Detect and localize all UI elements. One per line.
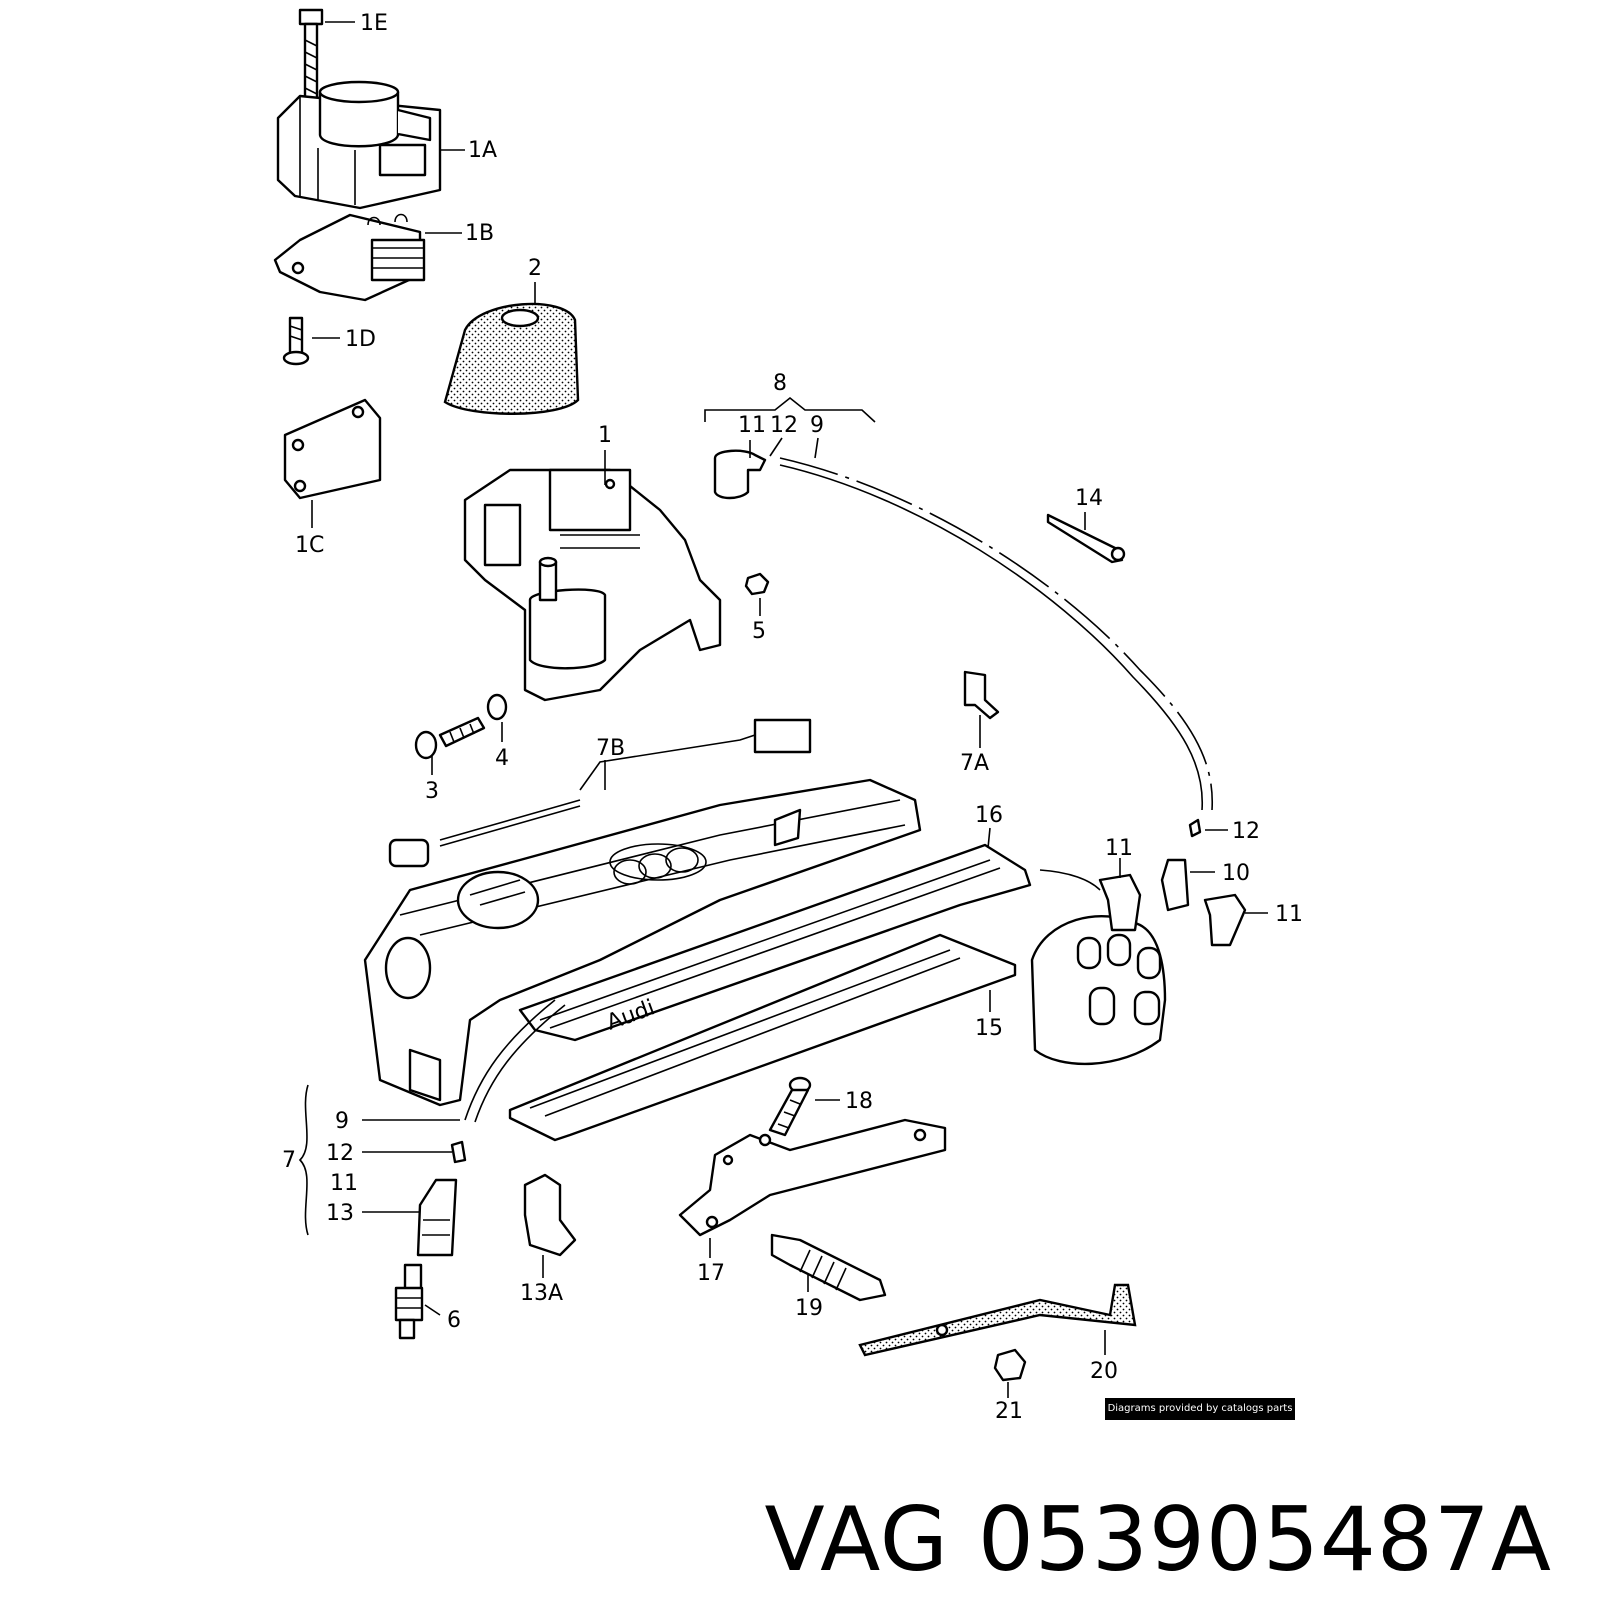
part-labels: 1E 1A 1B 1D 1C 2 8 11 12 9 1 14 5 3 4 7B… [282, 11, 1303, 1424]
credit-banner: Diagrams provided by catalogs parts [1105, 1398, 1295, 1420]
label-7A: 7A [960, 751, 989, 776]
spark-plug-6 [394, 1263, 424, 1340]
label-1D: 1D [345, 327, 376, 352]
clip-13A [523, 1173, 577, 1257]
hose-9-lower-inner [474, 1004, 566, 1123]
label-4: 4 [495, 746, 509, 771]
group-bracket-8 [704, 396, 876, 423]
label-5: 5 [752, 619, 766, 644]
label-16: 16 [975, 803, 1003, 828]
label-14: 14 [1075, 486, 1103, 511]
label-3: 3 [425, 779, 439, 804]
control-unit-1B [273, 213, 426, 302]
brand-name: VAG [764, 1488, 949, 1591]
cover-2 [443, 302, 580, 415]
bus-bar-20 [858, 1283, 1137, 1357]
label-7-13: 13 [326, 1201, 354, 1226]
label-7-12: 12 [326, 1141, 354, 1166]
plug-connector-10 [1160, 858, 1190, 912]
label-7: 7 [282, 1148, 296, 1173]
nut-21 [993, 1348, 1027, 1382]
bolt-18 [768, 1076, 812, 1137]
plate-17 [678, 1118, 947, 1237]
label-7-9: 9 [335, 1109, 349, 1134]
label-20: 20 [1090, 1359, 1118, 1384]
label-10: 10 [1222, 861, 1250, 886]
leader-lines [311, 21, 1268, 1398]
washer-4 [486, 693, 508, 721]
label-1B: 1B [465, 221, 494, 246]
clip-12-left [450, 1140, 467, 1164]
plug-connector-11-top [713, 449, 767, 500]
group-bracket-7 [298, 1084, 309, 1236]
label-1E: 1E [360, 11, 388, 36]
label-1A: 1A [468, 138, 497, 163]
cylinder-head-cover [363, 778, 922, 1107]
label-19: 19 [795, 1296, 823, 1321]
vacuum-hose-9 [779, 457, 1213, 811]
vacuum-hose-9-inner [779, 464, 1204, 811]
distributor-cap [1030, 915, 1167, 1066]
gasket-15 [508, 933, 1017, 1142]
clip-12-right [1188, 818, 1202, 838]
clip-7A [963, 670, 1000, 720]
ignition-coil-1A [276, 80, 442, 210]
label-7B: 7B [596, 736, 625, 761]
label-1: 1 [598, 423, 612, 448]
part-number: 053905487A [977, 1488, 1552, 1591]
label-8: 8 [773, 371, 787, 396]
cable-tie-14 [1046, 513, 1126, 564]
label-11-right-a: 11 [1105, 836, 1133, 861]
bracket-1C [283, 398, 382, 500]
hose-9-lower [464, 999, 556, 1121]
label-11-right-b: 11 [1275, 902, 1303, 927]
label-1C: 1C [295, 533, 324, 558]
label-8-9: 9 [810, 413, 824, 438]
label-15: 15 [975, 1016, 1003, 1041]
part-number-footer: VAG 053905487A [765, 1488, 1553, 1591]
label-7-11: 11 [330, 1171, 358, 1196]
label-18: 18 [845, 1089, 873, 1114]
nut-5 [744, 572, 770, 596]
label-8-12: 12 [770, 413, 798, 438]
label-12-right: 12 [1232, 819, 1260, 844]
sensor-cable-7B [388, 718, 812, 868]
label-13A: 13A [520, 1281, 563, 1306]
label-21: 21 [995, 1399, 1023, 1424]
plug-connector-11-right-a [1098, 873, 1142, 932]
glow-plug-19 [770, 1233, 887, 1302]
bolt-3 [414, 716, 486, 760]
label-17: 17 [697, 1261, 725, 1286]
plug-connector-11-right-b [1203, 893, 1247, 947]
ignition-module-1 [463, 468, 722, 702]
spark-plug-connector-13 [416, 1178, 458, 1257]
hose-connector [1039, 869, 1101, 891]
screw-1D [282, 316, 310, 366]
label-2: 2 [528, 256, 542, 281]
label-8-11: 11 [738, 413, 766, 438]
label-6: 6 [447, 1308, 461, 1333]
